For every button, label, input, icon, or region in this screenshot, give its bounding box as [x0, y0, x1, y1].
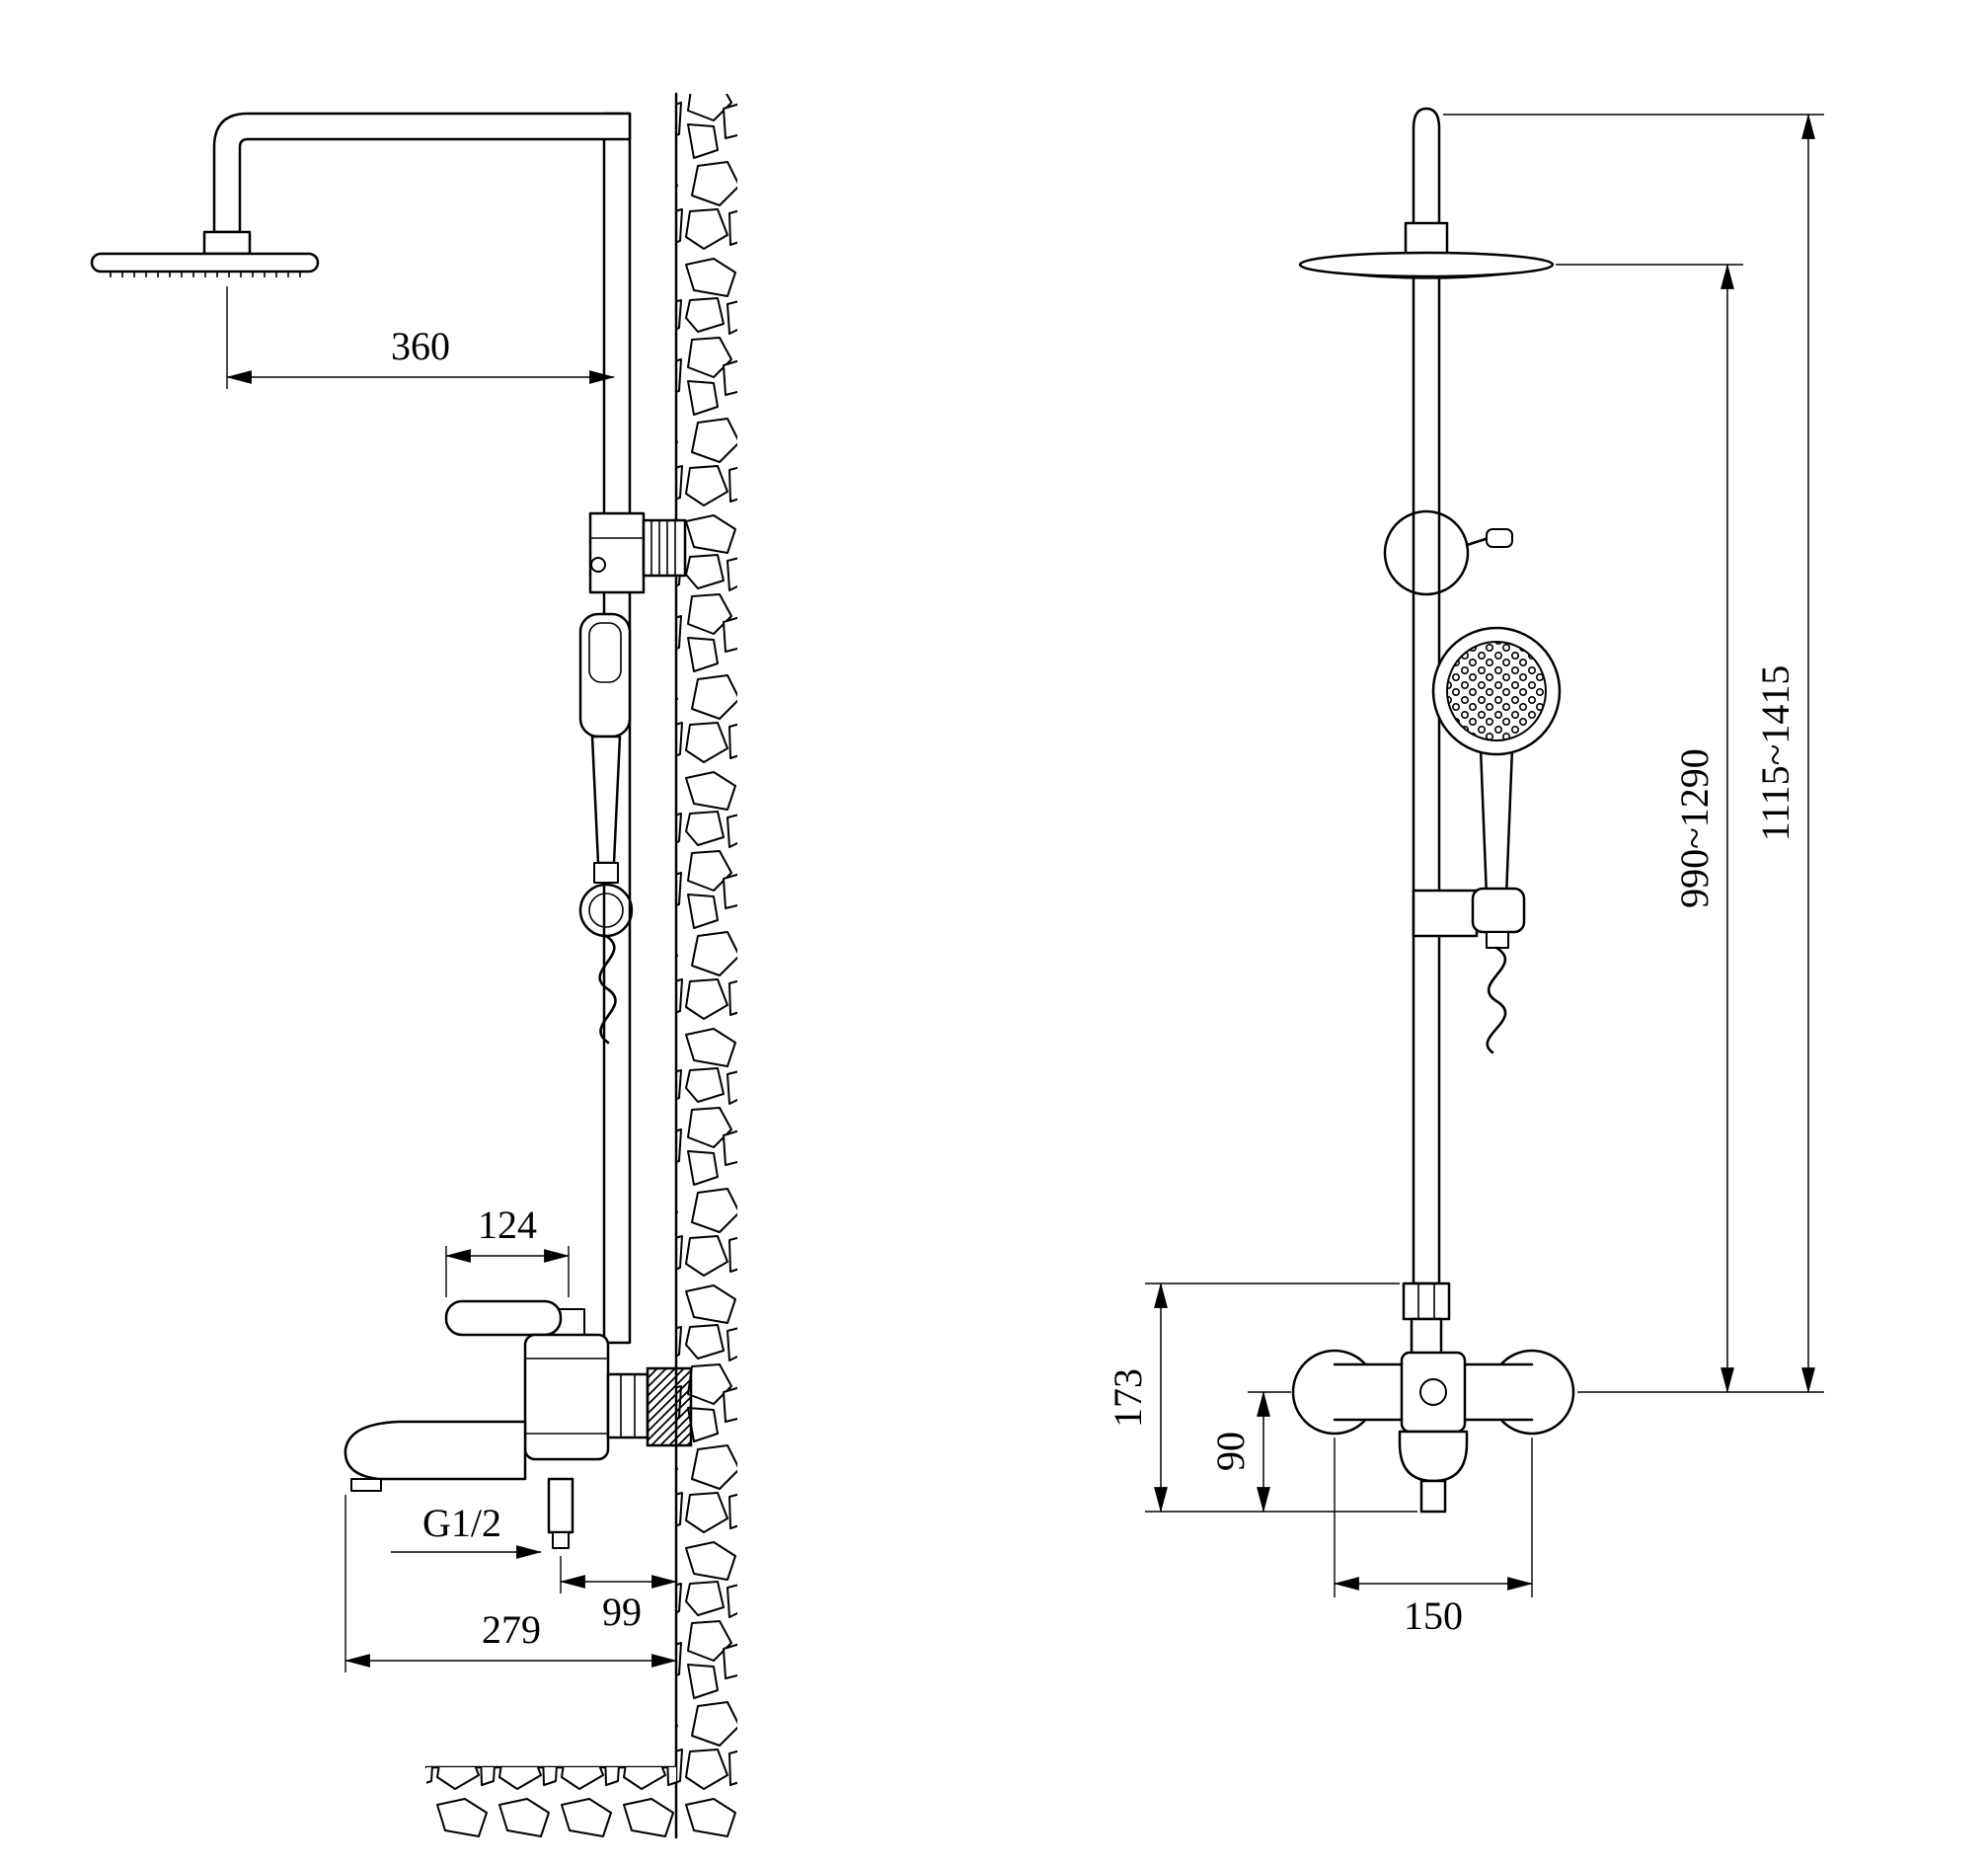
riser-pipe-front — [1412, 107, 1441, 1285]
hose-nut-side — [593, 862, 619, 884]
dim-spout-drop-label: 90 — [1208, 1432, 1253, 1471]
slide-ring-front — [1383, 509, 1513, 596]
side-view: 360 124 G1/2 99 279 — [90, 92, 737, 1839]
hose-coil-front — [1486, 946, 1507, 1054]
handset-spray-face — [1446, 641, 1547, 741]
dim-body-drop-label: 173 — [1106, 1368, 1150, 1428]
dim-overall-height: 1115~1415 — [1443, 113, 1824, 1394]
head-connector-front — [1404, 221, 1449, 257]
handset-head-side — [578, 612, 632, 739]
dim-spout-drop: 90 — [1208, 1390, 1291, 1514]
dim-handle-length-label: 124 — [478, 1203, 537, 1247]
wall-section — [424, 92, 737, 1839]
dim-inlet-centers-label: 150 — [1404, 1594, 1463, 1638]
hose-ring-inner — [588, 893, 624, 928]
slide-ring — [1383, 509, 1470, 596]
diverter-side — [588, 511, 687, 594]
dim-outlet-offset: 99 — [559, 1556, 678, 1634]
dim-arm-reach: 360 — [225, 286, 616, 389]
floor-stones — [426, 1767, 676, 1837]
slider-bracket — [1412, 889, 1479, 938]
dim-arm-reach-label: 360 — [391, 324, 450, 368]
diverter-screw — [590, 557, 606, 573]
overhead-shower-side — [90, 230, 320, 277]
dim-riser-height: 990~1290 — [1556, 263, 1743, 1394]
overhead-shower-front — [1298, 221, 1555, 279]
spray-face-ticks — [110, 272, 301, 277]
dim-spout-reach-label: 279 — [482, 1607, 541, 1652]
diverter-knob-front — [1419, 1378, 1447, 1406]
handset-grip-front — [1479, 746, 1514, 898]
dim-overall-height-label: 1115~1415 — [1753, 665, 1797, 842]
thread-callout: G1/2 — [391, 1501, 543, 1559]
hose-coil-side — [598, 934, 617, 1045]
mixer-body-side — [523, 1333, 610, 1461]
hose-nut-front — [1486, 931, 1509, 949]
bottom-outlet-tip — [552, 1531, 570, 1549]
shower-arm-side — [212, 112, 632, 234]
head-underside-line — [1304, 268, 1549, 279]
knob-knurling — [650, 520, 676, 576]
head-plate-front — [1298, 251, 1555, 278]
mixer-lever — [444, 1299, 563, 1337]
handset-grip-side — [590, 735, 622, 865]
ring-knob — [1486, 528, 1513, 548]
wall-flange — [646, 1366, 693, 1447]
tub-spout-side — [344, 1420, 527, 1481]
diverter-body — [588, 511, 646, 594]
spout-stub-front — [1419, 1479, 1447, 1514]
mixer-side — [344, 1299, 693, 1549]
diverter-knob — [642, 518, 687, 578]
hand-shower-side — [578, 612, 634, 1045]
head-connector-side — [202, 230, 252, 256]
dim-spout-reach: 279 — [344, 1495, 678, 1672]
dim-riser-height-label: 990~1290 — [1672, 748, 1717, 908]
mixer-front — [1291, 1282, 1575, 1514]
spout-bell-front — [1398, 1430, 1469, 1483]
dim-body-drop: 173 — [1106, 1282, 1417, 1514]
handset-face-line — [588, 622, 622, 683]
thread-callout-label: G1/2 — [422, 1501, 501, 1545]
head-plate-side — [90, 252, 320, 273]
dim-handle-length: 124 — [444, 1203, 571, 1297]
dim-outlet-offset-label: 99 — [602, 1590, 642, 1634]
dim-inlet-centers: 150 — [1333, 1438, 1534, 1638]
handset-holder-cup — [1471, 887, 1526, 934]
wall-nut — [606, 1372, 650, 1439]
riser-nut — [1402, 1282, 1451, 1321]
bottom-outlet-stub — [547, 1477, 574, 1534]
hand-shower-front — [1412, 626, 1562, 1054]
front-view: 1115~1415 990~1290 173 90 150 — [1106, 107, 1824, 1638]
spout-mouth — [350, 1478, 382, 1492]
